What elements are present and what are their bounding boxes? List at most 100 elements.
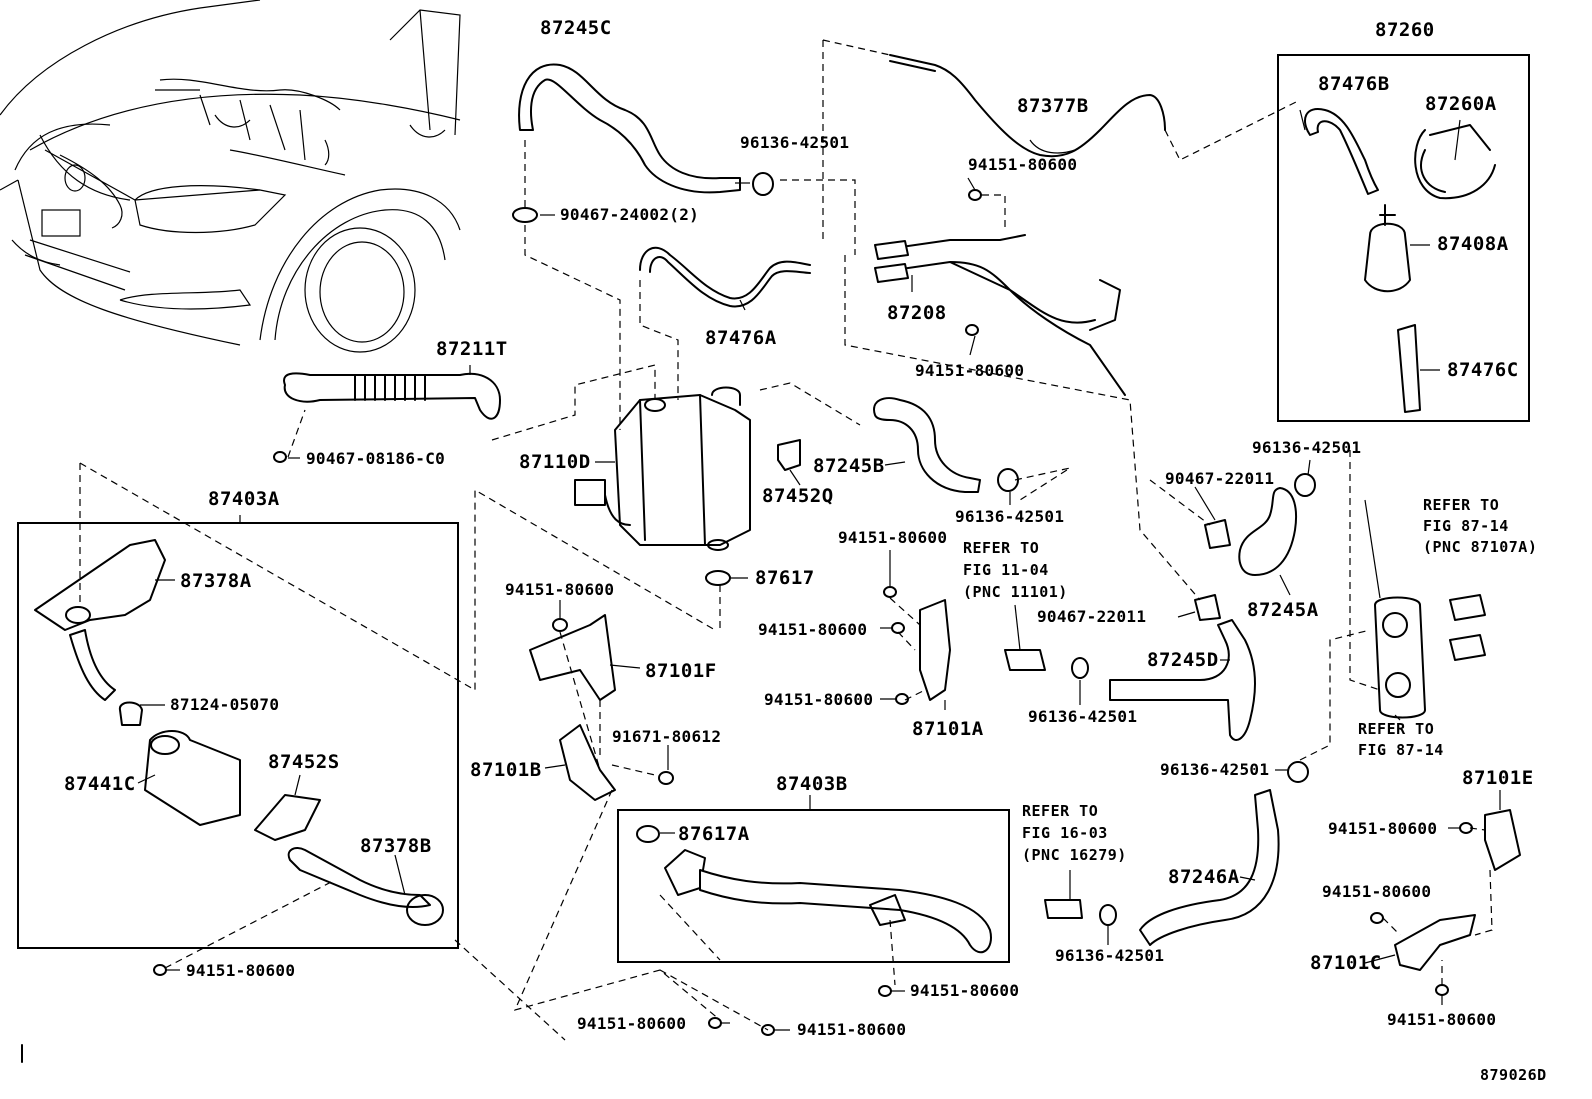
ref-fig-16-03-line1: REFER TO	[1022, 802, 1098, 820]
ref-fig-87-14a-line3: (PNC 87107A)	[1423, 538, 1537, 556]
hose-87245b	[873, 397, 981, 493]
label-87260: 87260	[1375, 19, 1435, 41]
label-87452s: 87452S	[268, 751, 340, 773]
tank-87441c	[144, 730, 241, 826]
label-87378a: 87378A	[180, 570, 252, 592]
label-87245c: 87245C	[540, 17, 612, 39]
label-87101a: 87101A	[912, 718, 984, 740]
label-94151-80600-g: 94151-80600	[797, 1020, 906, 1039]
hose-87245c	[518, 63, 741, 194]
nut-94151-80600-i	[891, 622, 905, 634]
ref-fig-87-14b-line1: REFER TO	[1358, 720, 1434, 738]
bracket-87101b	[559, 724, 616, 801]
ref-fig-87-14b-line2: FIG 87-14	[1358, 741, 1444, 759]
clamp-96136-42501-e	[1287, 761, 1309, 783]
label-87110d: 87110D	[519, 451, 591, 473]
nut-94151-80600-d	[552, 618, 568, 632]
label-87260a: 87260A	[1425, 93, 1497, 115]
label-96136-42501-c: 96136-42501	[1028, 707, 1137, 726]
clip-90467-24002	[512, 207, 538, 223]
label-94151-80600-e: 94151-80600	[910, 981, 1019, 1000]
hose-87246a	[1139, 789, 1280, 946]
label-87403b: 87403B	[776, 773, 848, 795]
label-87408a: 87408A	[1437, 233, 1509, 255]
part-labels: 87245C 96136-42501 90467-24002(2) 87377B…	[64, 17, 1547, 1084]
label-94151-80600-d: 94151-80600	[505, 580, 614, 599]
bracket-87101a	[919, 599, 951, 701]
nut-94151-80600-b	[965, 324, 979, 336]
label-87476b: 87476B	[1318, 73, 1390, 95]
clamp-96136-42501-c	[1071, 657, 1089, 679]
ref-fig-87-14a-line1: REFER TO	[1423, 496, 1499, 514]
label-87208: 87208	[887, 302, 947, 324]
label-87211t: 87211T	[436, 338, 508, 360]
clamp-96136-42501-d	[1294, 473, 1316, 497]
ref-fig-16-03-line2: FIG 16-03	[1022, 824, 1108, 842]
label-94151-80600-f: 94151-80600	[577, 1014, 686, 1033]
label-91671-80612: 91671-80612	[612, 727, 721, 746]
bracket-87260a	[1414, 124, 1496, 200]
label-87101b: 87101B	[470, 759, 542, 781]
hose-87211t	[283, 372, 501, 420]
hose-87245d	[1109, 619, 1256, 741]
ref-fig-11-04-line3: (PNC 11101)	[963, 583, 1068, 601]
vehicle-illustration	[0, 0, 461, 353]
label-87476c: 87476C	[1447, 359, 1519, 381]
nut-94151-80600-a	[968, 189, 982, 201]
label-87403a: 87403A	[208, 488, 280, 510]
label-leaders	[137, 109, 1501, 1031]
box-87260	[1277, 54, 1530, 422]
label-90467-22011-a: 90467-22011	[1165, 469, 1274, 488]
clip-90467-22011-b	[1194, 594, 1221, 621]
relation-lines	[79, 39, 1493, 1041]
hose-87378b	[287, 847, 431, 908]
pipe-87377b	[889, 54, 1166, 158]
label-96136-42501-f: 96136-42501	[1055, 946, 1164, 965]
label-90467-24002: 90467-24002(2)	[560, 205, 699, 224]
label-87441c: 87441C	[64, 773, 136, 795]
gasket-87617a	[636, 825, 660, 843]
label-87245a: 87245A	[1247, 599, 1319, 621]
diagram-id: 879026D	[1480, 1066, 1547, 1084]
clamp-96136-42501-b	[997, 468, 1019, 492]
label-96136-42501-b: 96136-42501	[955, 507, 1064, 526]
label-90467-08186: 90467-08186-C0	[306, 449, 445, 468]
ref-fig-11-04-line2: FIG 11-04	[963, 561, 1049, 579]
clip-90467-08186	[273, 451, 287, 463]
exchanger-87-14	[1374, 596, 1426, 719]
nut-94151-80600-m	[1435, 984, 1449, 996]
hose-87476b	[1304, 108, 1379, 195]
label-94151-80600-b: 94151-80600	[915, 361, 1024, 380]
clamp-96136-42501-a	[752, 172, 774, 196]
label-94151-80600-a: 94151-80600	[968, 155, 1077, 174]
ref-fig-16-03-line3: (PNC 16279)	[1022, 846, 1127, 864]
bracket-87452q	[777, 439, 801, 471]
label-87476a: 87476A	[705, 327, 777, 349]
label-96136-42501-d: 96136-42501	[1252, 438, 1361, 457]
label-87101c: 87101C	[1310, 952, 1382, 974]
bracket-87378a	[34, 539, 166, 631]
gasket-87617	[705, 570, 731, 586]
hose-87245a	[1238, 487, 1298, 576]
nut-94151-80600-c	[153, 964, 167, 976]
label-90467-22011-b: 90467-22011	[1037, 607, 1146, 626]
clip-87124-05070	[118, 701, 143, 726]
label-94151-80600-i: 94151-80600	[758, 620, 867, 639]
bracket-87101f	[529, 614, 616, 701]
label-87245d: 87245D	[1147, 649, 1219, 671]
nut-94151-80600-e	[878, 985, 892, 997]
ref-fig-11-04-line1: REFER TO	[963, 539, 1039, 557]
bracket-87452s	[254, 794, 321, 841]
nut-94151-80600-l	[1370, 912, 1384, 924]
label-87245b: 87245B	[813, 455, 885, 477]
box-87403a	[17, 522, 459, 949]
ref-fig-87-14a-line2: FIG 87-14	[1423, 517, 1509, 535]
clamp-96136-42501-f	[1099, 904, 1117, 926]
label-94151-80600-h: 94151-80600	[838, 528, 947, 547]
label-87377b: 87377B	[1017, 95, 1089, 117]
label-94151-80600-j: 94151-80600	[764, 690, 873, 709]
label-87617a: 87617A	[678, 823, 750, 845]
label-87124-05070: 87124-05070	[170, 695, 279, 714]
label-96136-42501-a: 96136-42501	[740, 133, 849, 152]
